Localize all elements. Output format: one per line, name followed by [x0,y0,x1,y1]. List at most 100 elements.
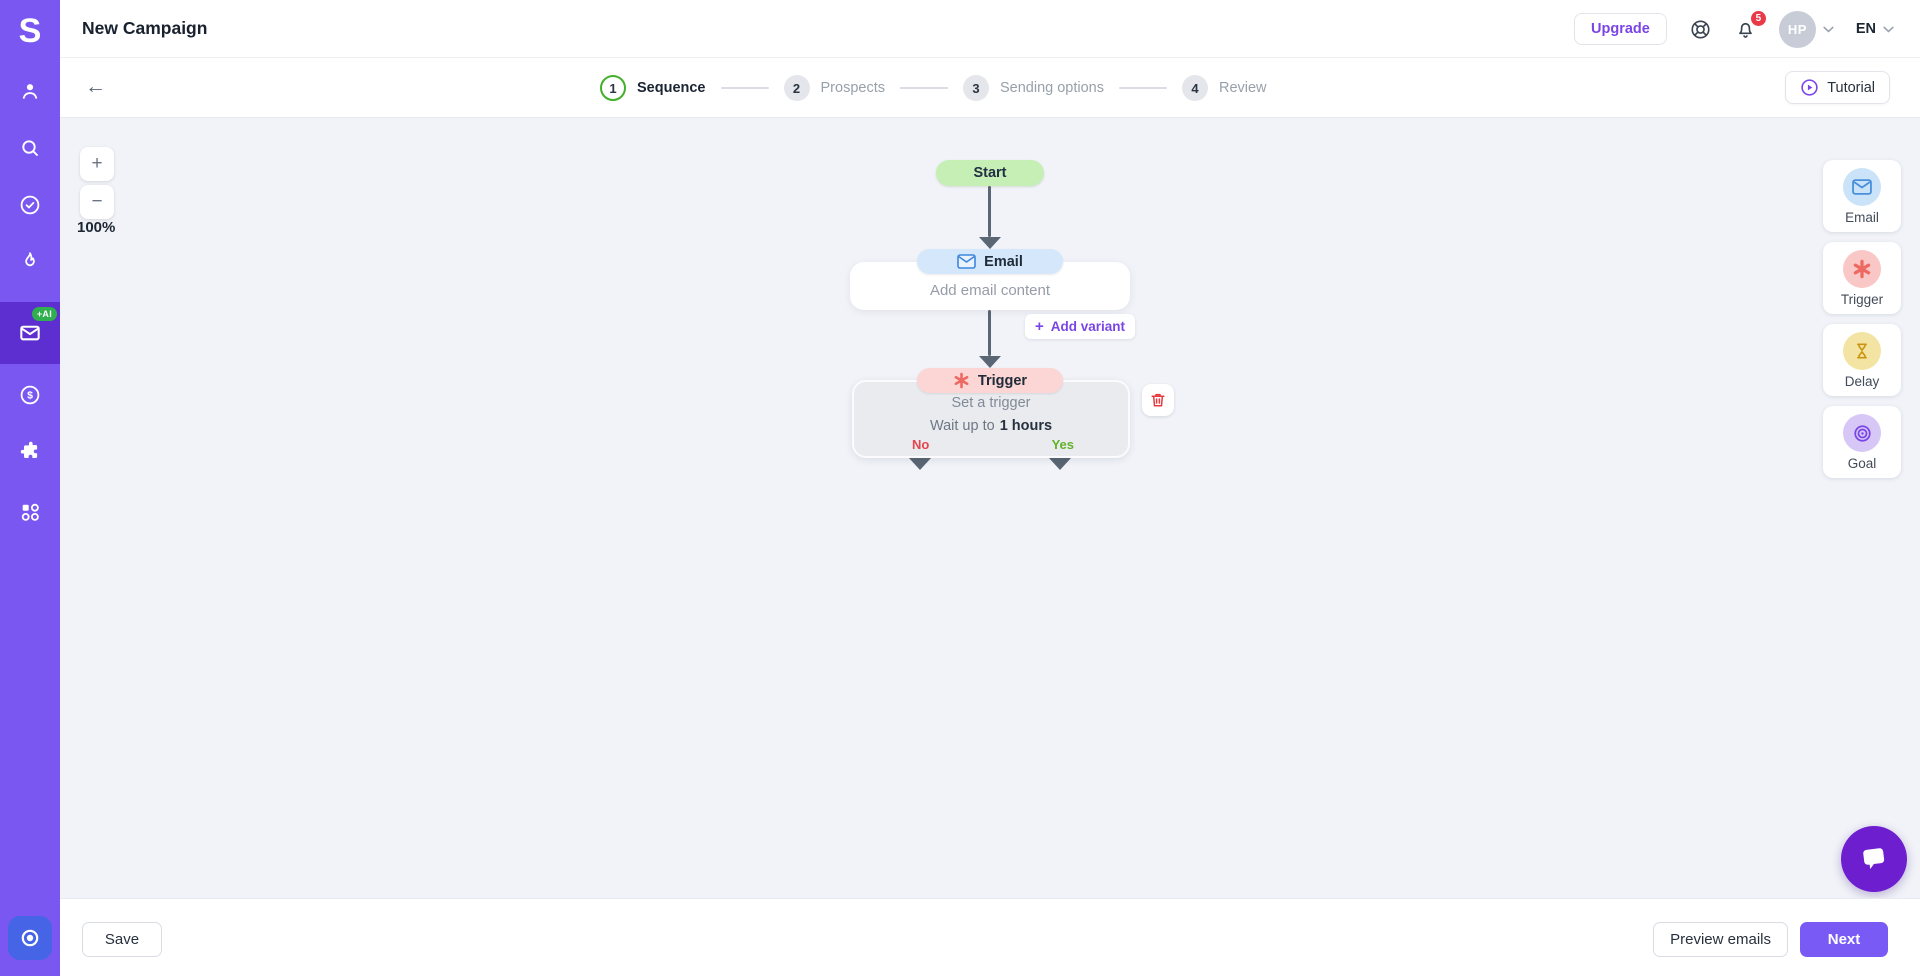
step-connector [899,87,948,89]
step-label: Sending options [999,80,1104,96]
step-sequence[interactable]: 1 Sequence [600,75,706,101]
product-tour-button[interactable] [8,916,52,960]
page-title: New Campaign [82,18,208,38]
account-menu[interactable]: HP [1778,10,1834,48]
arrow-down-icon [979,237,1001,249]
plus-icon: + [1035,318,1044,335]
trigger-wait-prefix: Wait up to [929,418,995,434]
top-bar: New Campaign Upgrade 5 HP EN [60,0,1920,58]
sidebar-item-apps[interactable] [0,484,60,540]
zoom-level: 100% [77,219,116,236]
play-circle-icon [1800,78,1819,97]
palette-item-label: Email [1845,210,1879,225]
trigger-node-pill[interactable]: Trigger [917,368,1063,393]
palette-item-trigger[interactable]: Trigger [1823,242,1901,314]
trash-icon [1150,392,1166,408]
lifebuoy-icon [1689,18,1712,41]
step-connector [720,87,769,89]
sidebar-item-mail-active[interactable]: +AI [0,302,60,364]
palette-item-label: Delay [1844,374,1880,389]
step-number: 3 [962,75,989,101]
bell-icon [1734,18,1757,41]
asterisk-icon [953,372,970,389]
upgrade-button[interactable]: Upgrade [1574,13,1667,45]
arrow-down-icon [979,356,1001,368]
notifications-button[interactable]: 5 [1734,9,1767,41]
asterisk-icon [1843,250,1881,288]
sequence-canvas: + − 100% Start Add email content Email +… [60,118,1920,898]
wizard-bar: ← 1 Sequence 2 Prospects 3 Sending optio… [60,58,1920,118]
chat-widget-button[interactable] [1841,826,1907,892]
trigger-node-label: Trigger [977,372,1028,389]
check-circle-icon [18,193,42,217]
email-node-label: Email [984,253,1023,270]
dollar-circle-icon: $ [18,383,42,407]
help-button[interactable] [1689,18,1712,41]
back-button[interactable]: ← [85,75,106,98]
arrow-down-icon [1049,458,1071,470]
sidebar-item-search[interactable] [0,120,60,176]
language-label: EN [1855,21,1876,37]
branch-no-label: No [912,437,930,452]
email-node-placeholder: Add email content [929,282,1051,299]
sidebar-item-check[interactable] [0,177,60,233]
save-button[interactable]: Save [82,922,162,957]
step-connector [1118,87,1167,89]
top-bar-actions: Upgrade 5 HP EN [1574,0,1894,58]
preview-emails-button[interactable]: Preview emails [1653,922,1788,957]
tutorial-button[interactable]: Tutorial [1785,71,1890,104]
add-variant-label: Add variant [1050,319,1126,334]
branch-yes-label: Yes [1051,437,1074,452]
notification-badge: 5 [1749,9,1767,27]
trigger-node-title: Set a trigger [951,395,1031,411]
step-number: 1 [600,75,626,101]
sidebar-item-billing[interactable]: $ [0,367,60,423]
sidebar-item-person[interactable] [0,63,60,119]
mail-icon [957,254,976,269]
step-number: 2 [783,75,810,101]
person-icon [18,79,42,103]
flow-connector [988,310,991,356]
step-number: 4 [1181,75,1208,101]
arrow-down-icon [909,458,931,470]
apps-grid-icon [18,500,42,524]
avatar: HP [1778,10,1816,48]
step-prospects[interactable]: 2 Prospects [783,75,885,101]
footer-bar: Save Preview emails Next [60,898,1920,976]
palette-item-goal[interactable]: Goal [1823,406,1901,478]
palette-item-label: Goal [1847,456,1877,471]
add-variant-button[interactable]: + Add variant [1025,314,1136,339]
chevron-down-icon [1823,26,1834,33]
target-icon [1843,414,1881,452]
step-label: Review [1218,80,1267,96]
next-button[interactable]: Next [1800,922,1888,957]
mail-icon [17,320,43,346]
app-logo[interactable]: S [18,11,42,50]
delete-node-button[interactable] [1142,384,1174,416]
step-sending-options[interactable]: 3 Sending options [962,75,1104,101]
palette-item-label: Trigger [1840,292,1884,307]
step-label: Sequence [637,80,706,96]
step-review[interactable]: 4 Review [1181,75,1267,101]
search-icon [18,136,42,160]
language-selector[interactable]: EN [1856,21,1894,37]
tutorial-label: Tutorial [1827,79,1875,96]
start-node[interactable]: Start [936,160,1044,186]
app-sidebar: S +AI $ [0,0,60,976]
hourglass-icon [1843,332,1881,370]
sidebar-item-flame[interactable] [0,233,60,289]
palette-item-delay[interactable]: Delay [1823,324,1901,396]
mail-icon [1843,168,1881,206]
step-label: Prospects [820,80,885,96]
email-node-pill[interactable]: Email [917,249,1063,274]
zoom-in-button[interactable]: + [80,147,114,181]
zoom-out-button[interactable]: − [80,185,114,219]
flow-connector [988,186,991,237]
palette-item-email[interactable]: Email [1823,160,1901,232]
puzzle-icon [18,440,42,464]
trigger-wait-value: 1 hours [999,418,1053,434]
chevron-down-icon [1883,26,1894,33]
sidebar-item-integrations[interactable] [0,424,60,480]
